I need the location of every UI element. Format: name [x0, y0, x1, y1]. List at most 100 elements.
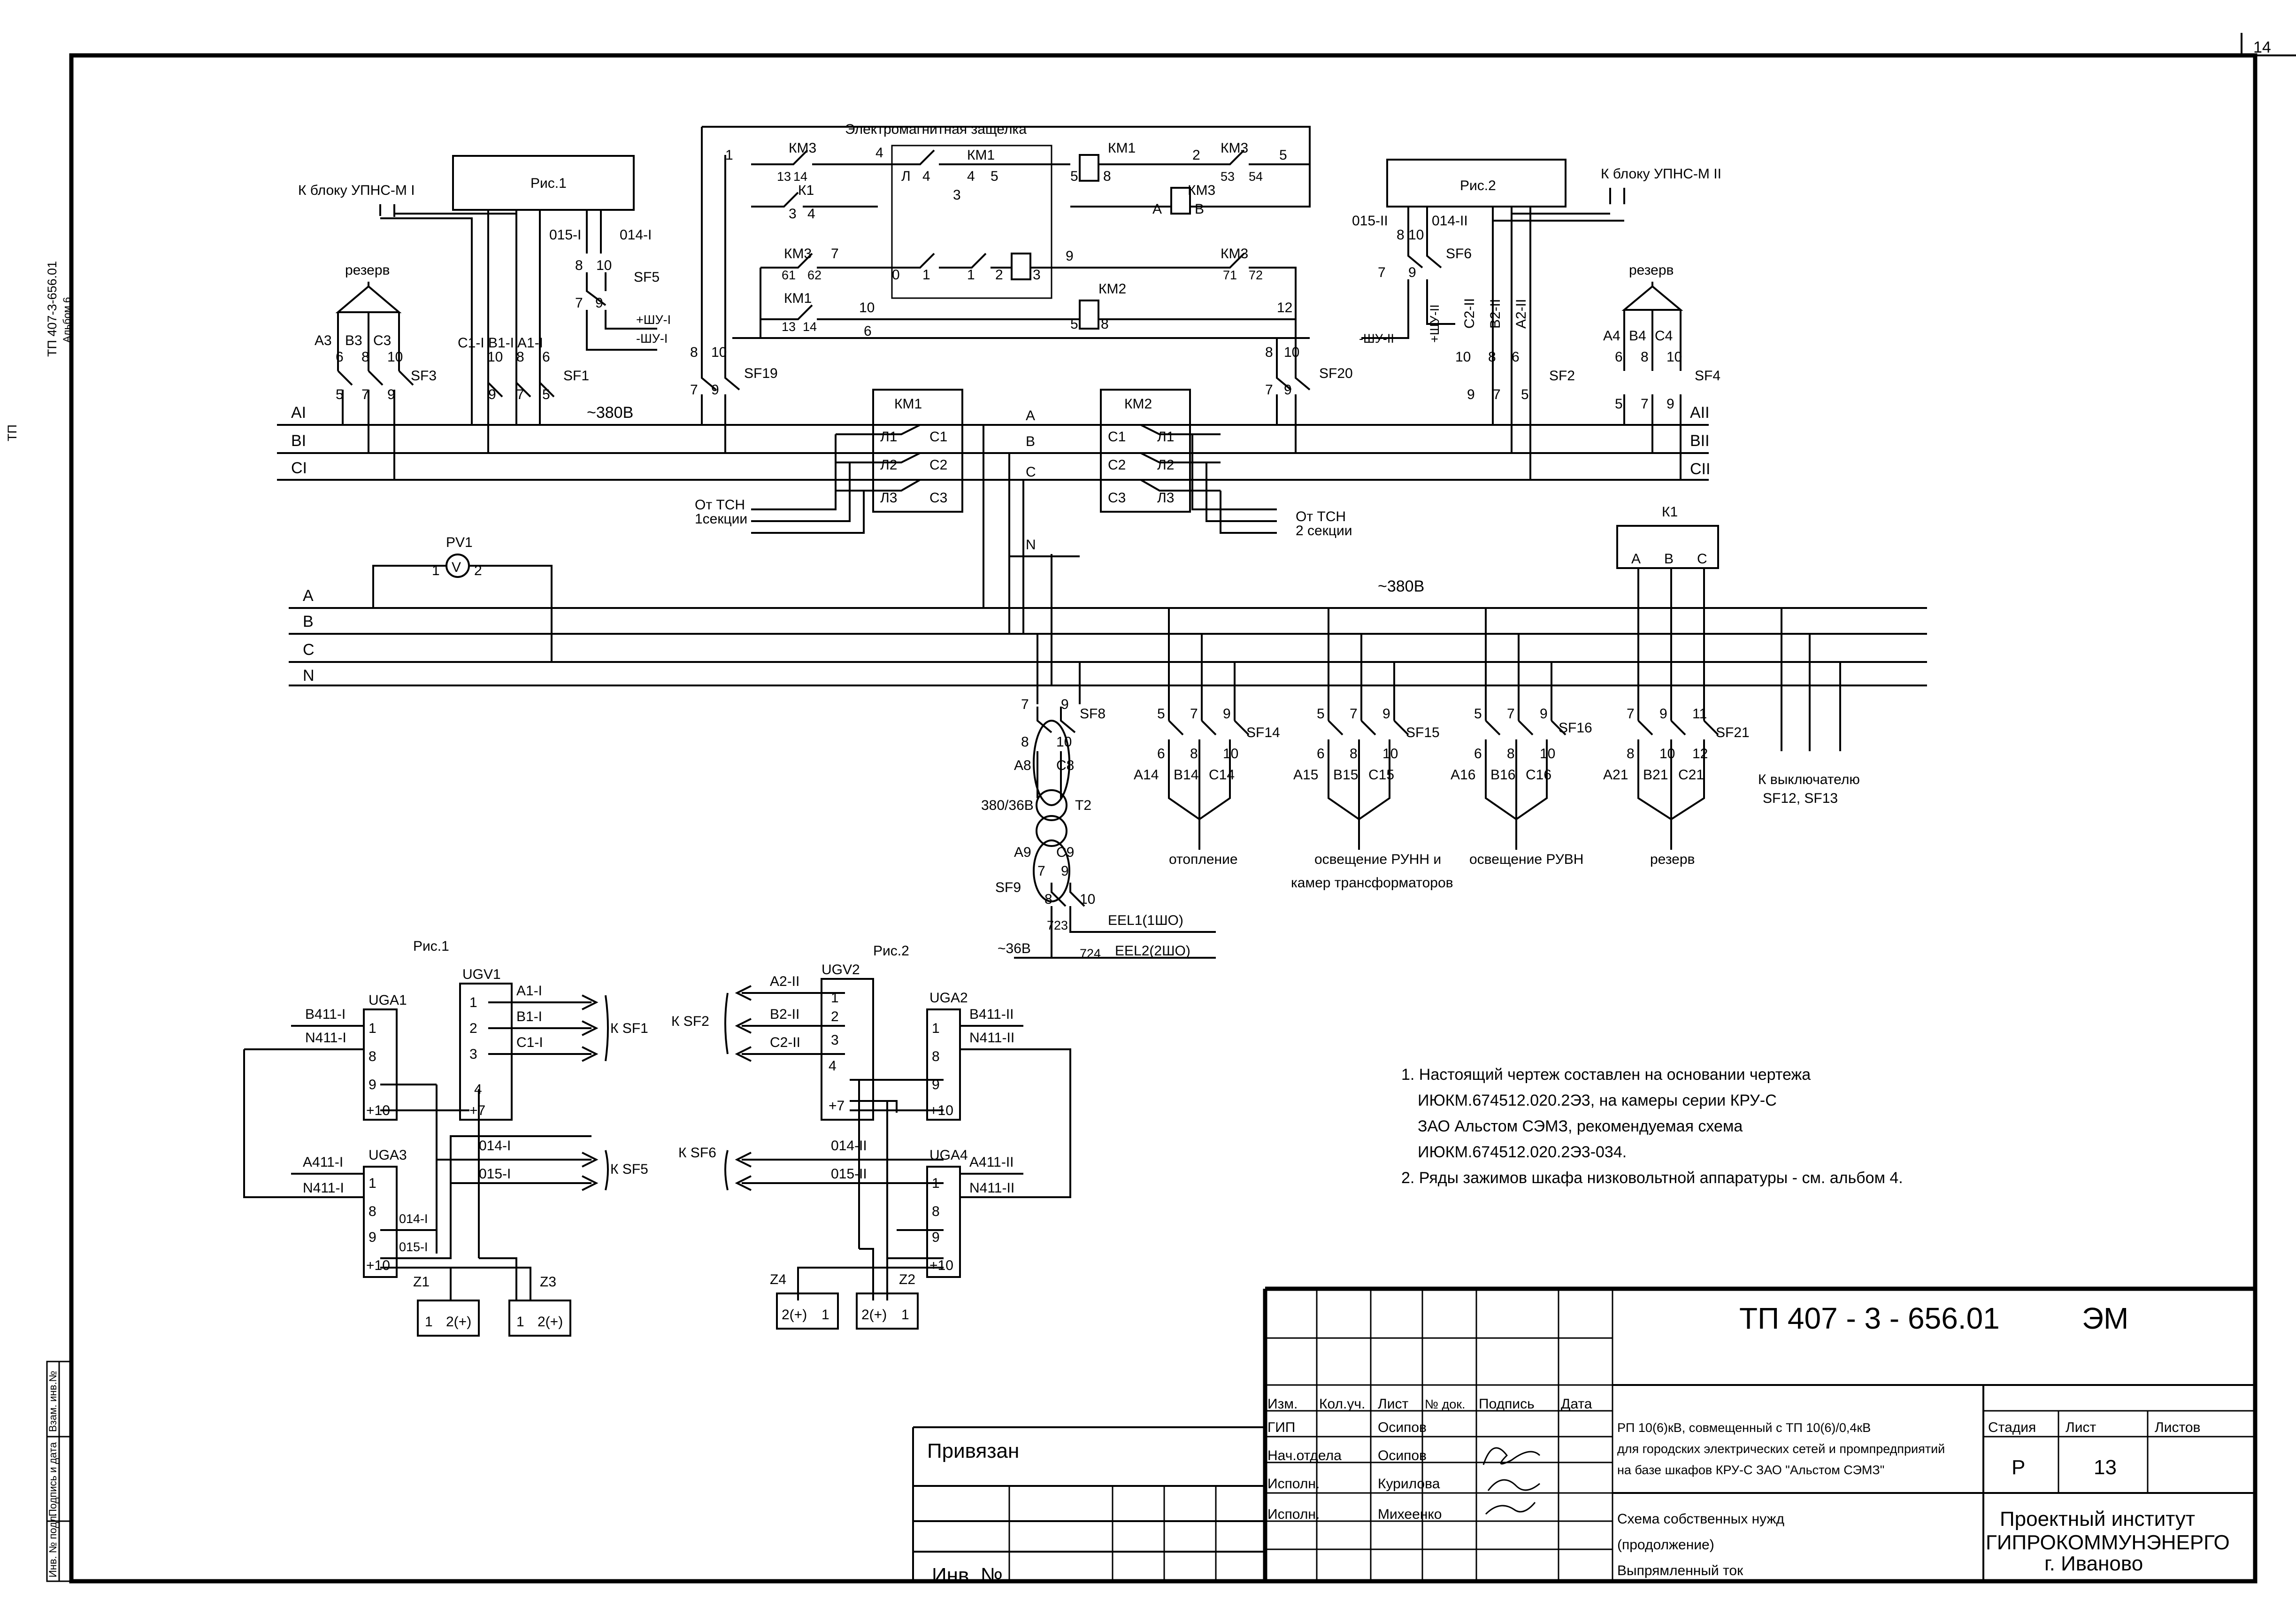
svg-text:8: 8: [1103, 169, 1111, 184]
svg-text:7: 7: [1190, 706, 1198, 722]
svg-text:N411-II: N411-II: [969, 1180, 1014, 1196]
svg-text:Осипов: Осипов: [1378, 1448, 1427, 1463]
svg-text:Подпись: Подпись: [1479, 1396, 1535, 1412]
svg-text:1: 1: [922, 267, 930, 283]
bus-voltage-mid: ~380В: [1378, 577, 1424, 595]
svg-text:1: 1: [901, 1307, 909, 1323]
svg-text:9: 9: [932, 1230, 940, 1245]
svg-text:А3: А3: [315, 333, 332, 348]
svg-text:N411-I: N411-I: [303, 1180, 344, 1196]
svg-text:3: 3: [469, 1046, 477, 1062]
svg-text:0: 0: [892, 267, 900, 283]
svg-text:N411-II: N411-II: [969, 1030, 1014, 1046]
svg-text:B: B: [303, 613, 314, 631]
svg-text:Рис.1: Рис.1: [530, 176, 567, 191]
side-col-2: Подпись и дата: [47, 1442, 59, 1516]
svg-text:7: 7: [1627, 706, 1635, 722]
bus-voltage-top: ~380В: [587, 404, 633, 422]
svg-text:Л3: Л3: [1157, 490, 1174, 506]
svg-text:С1: С1: [929, 429, 947, 445]
doc-code: ТП 407 - 3 - 656.01: [1739, 1301, 2000, 1335]
svg-text:13: 13: [777, 169, 791, 184]
svg-text:Схема собственных нужд: Схема собственных нужд: [1617, 1511, 1784, 1527]
svg-text:резерв: резерв: [345, 262, 390, 278]
svg-text:61: 61: [782, 268, 796, 282]
svg-text:Дата: Дата: [1561, 1396, 1592, 1412]
side-col-1: Взам. инв.№: [47, 1371, 59, 1432]
svg-text:Л2: Л2: [1157, 457, 1174, 473]
svg-text:В21: В21: [1643, 767, 1668, 783]
svg-text:8: 8: [1507, 746, 1515, 762]
svg-text:10: 10: [1080, 892, 1095, 907]
svg-text:4: 4: [875, 145, 883, 161]
svg-text:B: B: [1026, 434, 1035, 449]
to-upns-ii: К блоку УПНС-М II: [1601, 166, 1721, 182]
latch-circuit: 1 КМ3 13 14 4 К1 3 4 3 Электромагнитная …: [690, 122, 1353, 453]
svg-text:10: 10: [387, 349, 403, 365]
svg-text:4: 4: [922, 169, 930, 184]
svg-text:B: B: [1664, 551, 1674, 567]
svg-text:8: 8: [369, 1049, 376, 1064]
svg-text:7: 7: [575, 295, 583, 311]
svg-text:К SF6: К SF6: [678, 1145, 716, 1161]
note-1d: ИЮКМ.674512.020.2Э3-034.: [1418, 1143, 1627, 1161]
svg-text:А14: А14: [1134, 767, 1159, 783]
svg-text:2(+): 2(+): [446, 1314, 471, 1330]
side-album: Альбом 6: [61, 297, 73, 343]
svg-text:1: 1: [725, 147, 733, 163]
svg-text:8: 8: [1101, 316, 1109, 332]
svg-text:9: 9: [932, 1077, 940, 1093]
svg-text:10: 10: [711, 345, 727, 360]
to-sf12-sf13: К выключателю SF12, SF13: [1758, 608, 1860, 806]
svg-text:2(+): 2(+): [538, 1314, 563, 1330]
main-bus: A B C N ~380В: [289, 577, 1927, 686]
svg-text:SF1: SF1: [563, 368, 589, 384]
svg-text:UGA1: UGA1: [369, 992, 407, 1008]
svg-text:7: 7: [690, 382, 698, 398]
svg-text:9: 9: [1061, 863, 1069, 879]
svg-text:6: 6: [542, 349, 550, 365]
svg-text:9: 9: [387, 387, 395, 402]
svg-text:7: 7: [1265, 382, 1273, 398]
svg-text:62: 62: [807, 268, 822, 282]
svg-text:1: 1: [831, 990, 839, 1006]
notes: 1. Настоящий чертеж составлен на основан…: [1401, 1066, 1903, 1187]
svg-text:1: 1: [369, 1176, 376, 1191]
svg-text:9: 9: [488, 387, 496, 402]
svg-text:К1: К1: [1662, 504, 1678, 520]
svg-text:Листов: Листов: [2155, 1420, 2200, 1435]
svg-text:резерв: резерв: [1629, 262, 1674, 278]
svg-text:В1-I: В1-I: [488, 335, 514, 351]
sf4-reserve: резерв А4 В4 С4 6 8 10 SF4 5 7 9: [1603, 262, 1720, 480]
svg-text:3: 3: [831, 1032, 839, 1048]
svg-text:+10: +10: [929, 1258, 953, 1273]
svg-text:(продолжение): (продолжение): [1617, 1537, 1714, 1553]
svg-text:9: 9: [1223, 706, 1231, 722]
svg-text:7: 7: [1493, 387, 1501, 402]
svg-text:Осипов: Осипов: [1378, 1420, 1427, 1435]
svg-text:Z1: Z1: [413, 1274, 430, 1290]
svg-text:014-I: 014-I: [399, 1212, 428, 1226]
svg-text:К SF2: К SF2: [671, 1014, 709, 1029]
svg-text:6: 6: [1157, 746, 1165, 762]
svg-text:5: 5: [1279, 147, 1287, 163]
svg-text:Инв. №: Инв. №: [932, 1564, 1003, 1587]
svg-text:Изм.: Изм.: [1267, 1396, 1298, 1412]
svg-text:9: 9: [1284, 382, 1292, 398]
svg-text:6: 6: [864, 323, 872, 339]
svg-text:5: 5: [336, 387, 344, 402]
svg-text:А2-II: А2-II: [770, 974, 799, 989]
pv1-voltmeter: V PV1 1 2: [372, 535, 553, 662]
svg-text:8: 8: [1044, 892, 1052, 907]
svg-text:SF5: SF5: [634, 269, 660, 285]
svg-text:2: 2: [831, 1009, 839, 1024]
svg-text:Рис.1: Рис.1: [413, 939, 449, 954]
svg-text:КМ2: КМ2: [1124, 396, 1152, 412]
svg-text:9: 9: [369, 1230, 376, 1245]
svg-text:От ТСН: От ТСН: [695, 497, 745, 513]
ris1-block: Рис.1 К блоку УПНС-М I 015-I 014-I 8 10 …: [298, 155, 671, 453]
svg-text:9: 9: [1066, 248, 1074, 264]
svg-text:71: 71: [1223, 268, 1237, 282]
svg-text:C: C: [303, 641, 315, 659]
feeder-sf14: 5 7 9 SF14 6 8 10 А14 В14 С14 отопление: [1134, 608, 1280, 867]
